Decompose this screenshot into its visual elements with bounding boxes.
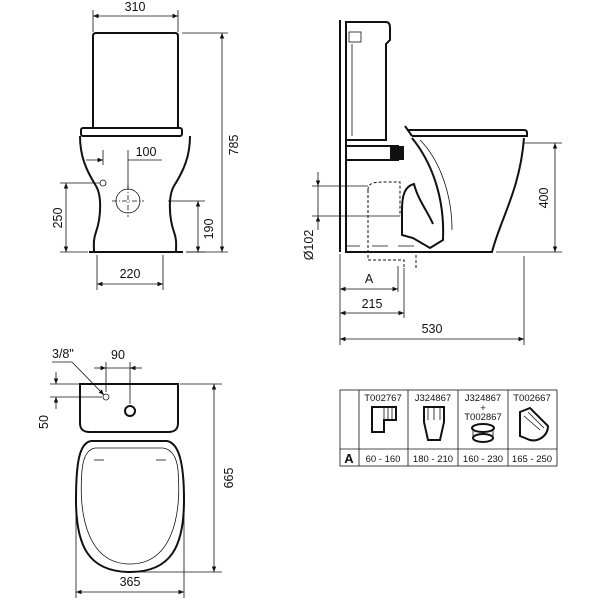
dim-foot-height: 190 — [168, 200, 216, 253]
dim-inlet-depth: 50 — [37, 372, 102, 429]
table-column-3: J324867 + T002867 160 - 230 — [463, 393, 503, 465]
dim-foot-height-label: 190 — [202, 219, 216, 240]
fitting-code-4: T002667 — [513, 393, 551, 404]
table-row-label: A — [344, 451, 354, 466]
dim-height-front: 785 — [182, 32, 241, 253]
fitting-range-3: 160 - 230 — [463, 454, 503, 465]
fitting-range-2: 180 - 210 — [413, 454, 453, 465]
fitting-code-3a: J324867 — [465, 393, 501, 404]
dim-inlet-depth-label: 50 — [37, 415, 51, 429]
dim-outlet-distance-label: 215 — [362, 297, 383, 311]
dim-length: 665 — [134, 383, 236, 573]
fitting-plus: + — [480, 403, 486, 414]
cistern-front — [92, 32, 179, 129]
side-view-outline — [339, 20, 528, 268]
dim-pipe-diameter-label: Ø102 — [302, 230, 316, 261]
dim-inlet-offset-label: 90 — [111, 348, 125, 362]
dim-outlet-offset-label: 100 — [136, 145, 157, 159]
dim-outlet-offset: 100 — [86, 145, 162, 190]
dim-outlet-height-label: 250 — [51, 208, 65, 229]
flush-button — [124, 405, 136, 417]
hidden-pipe — [367, 181, 417, 268]
dim-width-front: 310 — [92, 0, 179, 32]
fitting-code-2: J324867 — [415, 393, 451, 404]
bend-fitting-icon — [519, 406, 550, 442]
dim-depth-label: 530 — [422, 322, 443, 336]
dim-width-front-label: 310 — [125, 0, 146, 14]
fitting-range-1: 60 - 160 — [366, 454, 401, 465]
bowl-top — [74, 440, 186, 574]
dim-height-front-label: 785 — [227, 135, 241, 156]
dim-seat-height-label: 400 — [537, 188, 551, 209]
dim-depth: 530 — [340, 256, 525, 345]
table-column-1: T002767 60 - 160 — [364, 393, 402, 465]
table-column-4: T002667 165 - 250 — [512, 393, 552, 465]
fitting-code-3b: T002867 — [464, 412, 502, 423]
dim-width-top-label: 365 — [120, 575, 141, 589]
table-column-2: J324867 180 - 210 — [413, 393, 453, 465]
top-view: 3/8" 90 50 665 — [37, 347, 236, 598]
dim-inlet-size-label: 3/8" — [52, 347, 74, 361]
dim-inlet-size: 3/8" — [52, 347, 105, 396]
pan-connector-icon — [423, 406, 445, 441]
cistern-side — [345, 21, 391, 141]
dim-length-label: 665 — [222, 468, 236, 489]
top-view-outline — [74, 383, 186, 574]
dim-inlet-offset: 90 — [94, 348, 142, 404]
dim-pipe-diameter: Ø102 — [302, 172, 400, 260]
fitting-code-1: T002767 — [364, 393, 402, 404]
dim-outlet-height: 250 — [51, 182, 100, 253]
fitting-range-4: 165 - 250 — [512, 454, 552, 465]
trap-side — [401, 137, 445, 250]
dim-variable-a: A — [339, 254, 399, 345]
fittings-table: A T002767 60 - 160 J324867 180 - 210 J32… — [339, 389, 558, 467]
dim-outlet-distance: 215 — [340, 268, 405, 318]
inlet-hole — [102, 393, 110, 401]
dim-width-top: 365 — [75, 504, 185, 598]
dim-base-width: 220 — [96, 255, 164, 290]
elbow-fitting-icon — [371, 406, 397, 433]
dim-variable-a-label: A — [365, 272, 374, 286]
seat-front — [80, 127, 183, 137]
extension-fitting-icon — [471, 423, 495, 443]
cistern-top — [79, 383, 179, 433]
seat-side — [408, 129, 528, 137]
side-view: 400 Ø102 A 215 530 — [302, 20, 562, 345]
front-view-outline — [79, 32, 191, 253]
dim-seat-height: 400 — [496, 142, 562, 253]
dim-base-width-label: 220 — [120, 267, 141, 281]
bowl-side — [345, 137, 525, 253]
front-view: 310 785 100 250 190 — [51, 0, 241, 290]
